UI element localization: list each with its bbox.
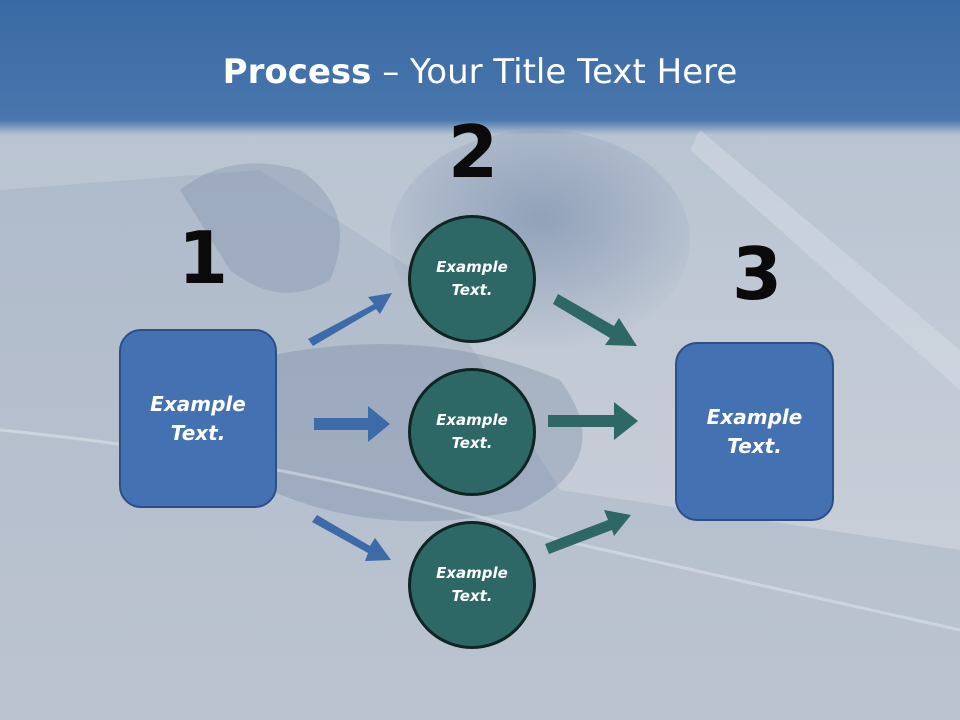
step-3-box[interactable]: Example Text. <box>675 342 834 521</box>
step-3-text-line1: Example <box>706 404 803 429</box>
step-1-box[interactable]: Example Text. <box>119 329 277 508</box>
step-number-3: 3 <box>732 232 783 316</box>
title-bold: Process <box>222 52 372 92</box>
step-3-text-line2: Text. <box>727 433 782 458</box>
arrow-from-circle-3 <box>545 510 631 554</box>
circle-2-text-line2: Text. <box>451 434 493 452</box>
title-text: Your Title Text Here <box>410 52 738 92</box>
step-number-1: 1 <box>178 216 229 300</box>
slide-title: Process – Your Title Text Here <box>0 52 960 92</box>
arrow-to-circle-2 <box>314 406 390 442</box>
arrow-to-circle-3 <box>312 515 391 561</box>
arrow-from-circle-2 <box>548 402 638 440</box>
step-2-circle-1[interactable]: Example Text. <box>408 215 536 343</box>
step-2-circle-3[interactable]: Example Text. <box>408 521 536 649</box>
circle-1-text-line2: Text. <box>451 281 493 299</box>
arrow-to-circle-1 <box>308 293 392 346</box>
step-2-circle-2[interactable]: Example Text. <box>408 368 536 496</box>
circle-3-text-line2: Text. <box>451 587 493 605</box>
circle-2-text-line1: Example <box>436 411 508 429</box>
circle-1-text-line1: Example <box>436 258 508 276</box>
step-1-text-line1: Example <box>150 391 246 416</box>
arrow-from-circle-1 <box>553 294 637 346</box>
circle-3-text-line1: Example <box>436 564 508 582</box>
title-separator: – <box>371 52 411 92</box>
step-1-text-line2: Text. <box>170 420 226 445</box>
step-number-2: 2 <box>448 110 499 194</box>
